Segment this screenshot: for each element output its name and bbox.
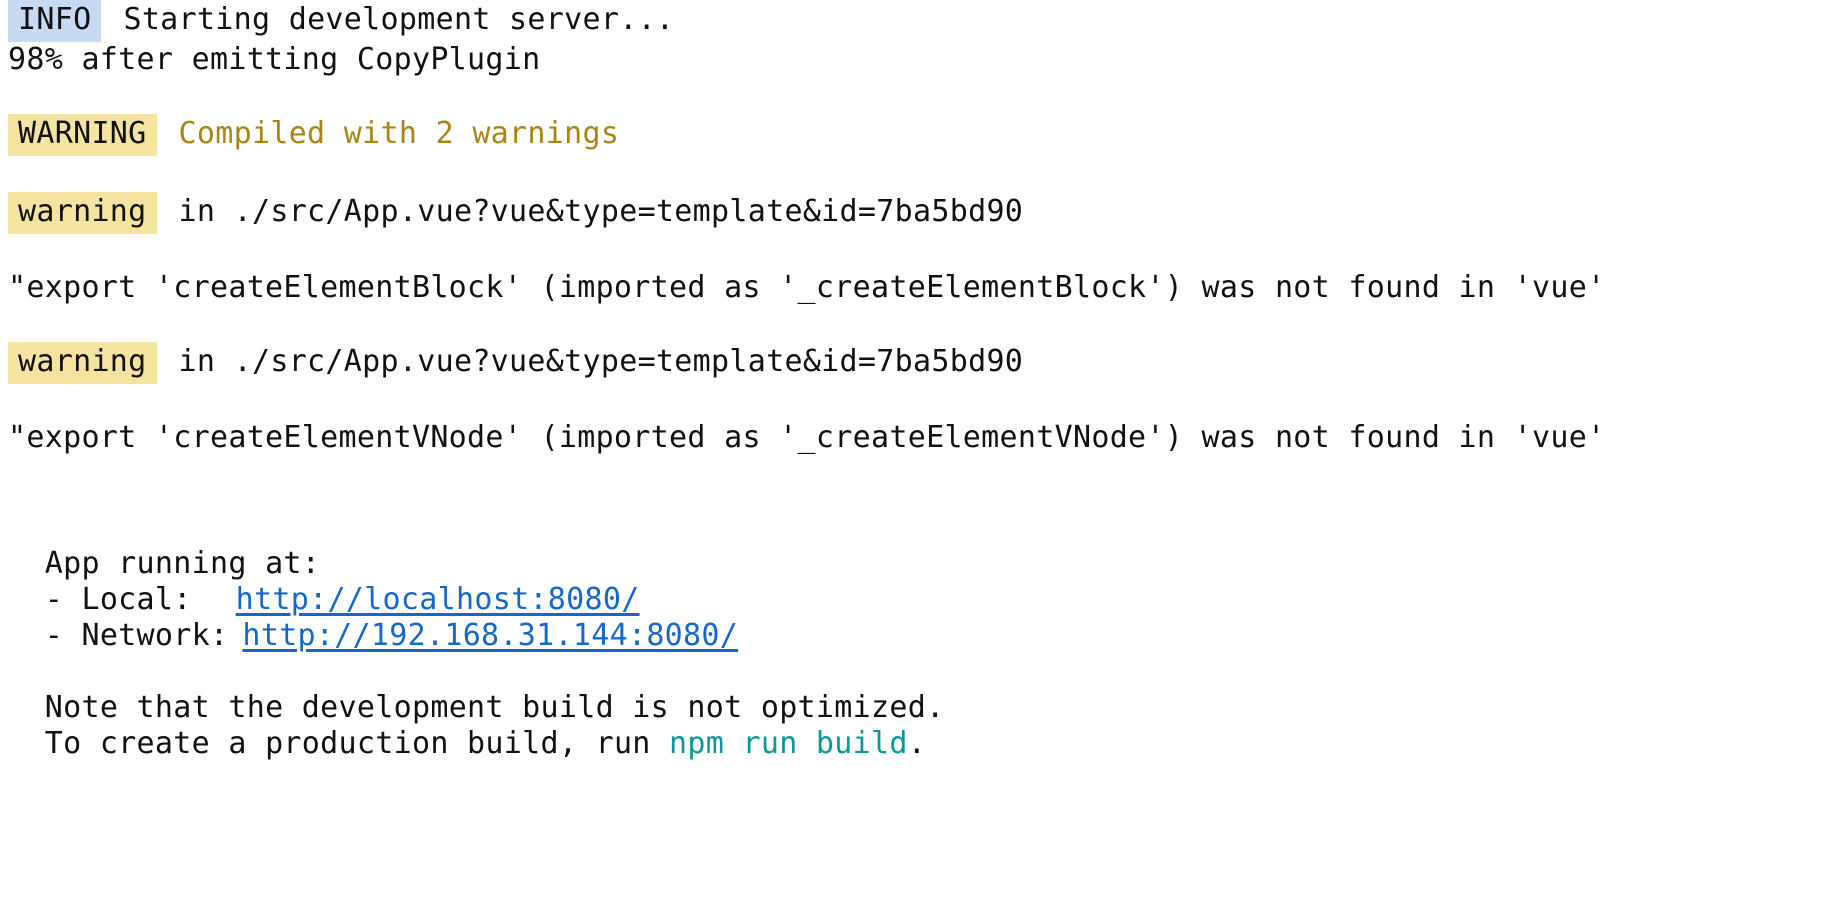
spacer-line-7: [0, 492, 1842, 528]
warning-1-location-line: warning in ./src/App.vue?vue&type=templat…: [0, 192, 1842, 234]
info-message: Starting development server...: [123, 2, 675, 37]
spacer-line-1: [0, 78, 1842, 114]
app-running-label: App running at:: [44, 546, 321, 581]
info-badge: INFO: [8, 0, 102, 42]
warning-badge: warning: [8, 342, 157, 384]
info-line: INFO Starting development server...: [0, 0, 1842, 42]
spacer-line-5: [0, 384, 1842, 420]
note-line: Note that the development build is not o…: [0, 690, 1842, 726]
build-command: npm run build: [669, 726, 908, 761]
warning-1-message: "export 'createElementBlock' (imported a…: [8, 270, 1606, 305]
local-url-link[interactable]: http://localhost:8080/: [235, 582, 640, 617]
spacer-line-2: [0, 156, 1842, 192]
warning-badge: warning: [8, 192, 157, 234]
warning-2-message: "export 'createElementVNode' (imported a…: [8, 420, 1606, 455]
spacer-line-9: [0, 654, 1842, 690]
spacer-line-6: [0, 456, 1842, 492]
progress-line: 98% after emitting CopyPlugin: [8, 42, 541, 77]
warning-2-location: in ./src/App.vue?vue&type=template&id=7b…: [178, 344, 1024, 379]
spacer-line-8: [0, 528, 1842, 546]
network-label: - Network:: [44, 618, 229, 653]
local-label: - Local:: [44, 582, 192, 617]
warning-2-location-line: warning in ./src/App.vue?vue&type=templat…: [0, 342, 1842, 384]
spacer-line-3: [0, 234, 1842, 270]
warning-summary-line: WARNING Compiled with 2 warnings: [0, 114, 1842, 156]
build-hint-suffix: .: [907, 726, 927, 761]
spacer-line-4: [0, 306, 1842, 342]
local-url-line: - Local: http://localhost:8080/: [0, 582, 1842, 618]
network-url-line: - Network: http://192.168.31.144:8080/: [0, 618, 1842, 654]
warning-summary-text: Compiled with 2 warnings: [178, 116, 620, 151]
app-running-header: App running at:: [0, 546, 1842, 582]
build-hint-line: To create a production build, run npm ru…: [0, 726, 1842, 762]
build-hint-prefix: To create a production build, run: [44, 726, 670, 761]
network-url-link[interactable]: http://192.168.31.144:8080/: [242, 618, 739, 653]
warning-badge: WARNING: [8, 114, 157, 156]
warning-1-location: in ./src/App.vue?vue&type=template&id=7b…: [178, 194, 1024, 229]
note-text: Note that the development build is not o…: [44, 690, 945, 725]
